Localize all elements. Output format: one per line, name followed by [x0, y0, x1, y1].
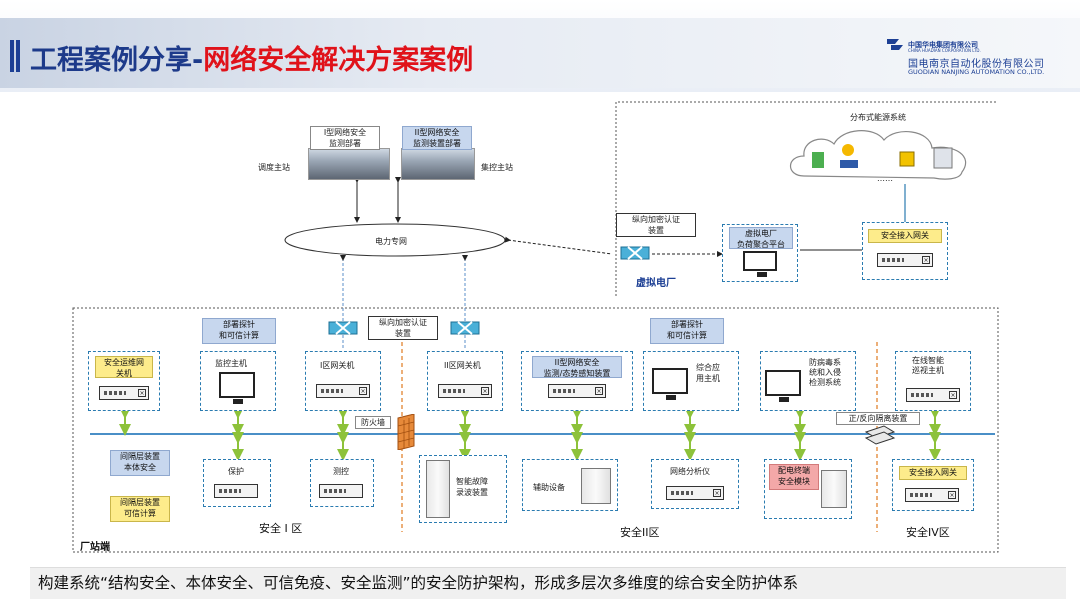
diagram-connections [72, 101, 999, 553]
fault-recorder-box: 智能故障 录波装置 [419, 455, 507, 523]
inspection-host-label: 在线智能 巡视主机 [912, 356, 944, 375]
gateway-device-icon: × [877, 253, 933, 267]
zone-ii-label: 安全II区 [620, 526, 660, 539]
distributed-energy-label: 分布式能源系统 [850, 113, 906, 122]
title-accent-bar [10, 40, 20, 72]
secure-access-top-box: 安全接入网关 × [862, 222, 948, 280]
vpp-platform-label: 虚拟电厂 负荷聚合平台 [729, 227, 793, 249]
gateway-device-icon: × [438, 384, 492, 398]
control-station-label: 集控主站 [481, 163, 513, 172]
monitor-host-box: 监控主机 [200, 351, 276, 411]
security-ops-gateway-box: 安全运维网 关机 × [88, 351, 160, 411]
protection-box: 保护 [203, 459, 271, 507]
aux-device-label: 辅助设备 [533, 483, 565, 492]
ii-monitor-device-box: II型网络安全 监测/态势感知装置 × [521, 351, 633, 411]
gateway-device-icon: × [905, 488, 959, 502]
aux-device-box: 辅助设备 [522, 459, 618, 511]
gateway-device-icon: × [906, 388, 960, 402]
header-band [0, 18, 1080, 88]
vertical-encryption-top: 纵向加密认证 装置 [616, 213, 696, 237]
cabinet-icon [426, 460, 450, 518]
secure-access-top-label: 安全接入网关 [868, 229, 942, 243]
isolation-device-icon [864, 425, 896, 445]
cloud-icon [789, 130, 967, 180]
vpp-label: 虚拟电厂 [636, 278, 676, 289]
monitor-device-icon: × [548, 384, 606, 398]
reverse-isolation-label: 正/反向隔离装置 [836, 412, 920, 425]
firewall-icon [397, 414, 415, 450]
dispatch-station-label: 调度主站 [258, 163, 290, 172]
measure-control-box: 测控 [310, 459, 374, 507]
protection-device-icon [214, 484, 258, 498]
monitor-icon [765, 370, 801, 402]
gateway-device-icon: × [316, 384, 370, 398]
zone-iv-label: 安全IV区 [906, 526, 950, 539]
i-type-monitor-deploy: I型网络安全 监测部署 [310, 126, 380, 150]
zone2-gateway-label: II区网关机 [444, 361, 481, 370]
dispatch-station-photo [308, 148, 390, 180]
title-part2: 网络安全解决方案案例 [203, 45, 474, 76]
vertical-encryption-station: 纵向加密认证 装置 [368, 316, 438, 340]
zone1-gateway-box: I区网关机 × [305, 351, 381, 411]
antivirus-box: 防病毒系 统和入侵 检测系统 [760, 351, 856, 411]
vpp-platform-box: 虚拟电厂 负荷聚合平台 [722, 224, 798, 282]
network-analyzer-box: 网络分析仪 × [651, 459, 739, 509]
comprehensive-host-label: 综合应 用主机 [696, 363, 720, 383]
deploy-probe-left: 部署探针 和可信计算 [202, 318, 276, 344]
antivirus-label: 防病毒系 统和入侵 检测系统 [809, 358, 841, 387]
protection-label: 保护 [228, 467, 244, 476]
dots-label: …… [877, 174, 893, 183]
vertical-encryption-top-icon [620, 246, 650, 260]
monitor-icon [652, 368, 688, 400]
measure-device-icon [319, 484, 363, 498]
distribution-terminal-box: 配电终端 安全模块 [764, 459, 852, 519]
zone1-gateway-label: I区网关机 [320, 361, 355, 370]
zone-i-label: 安全 I 区 [259, 522, 303, 535]
deploy-probe-right: 部署探针 和可信计算 [650, 318, 724, 344]
secure-access-bottom-box: 安全接入网关 × [892, 459, 974, 511]
company-name: 国电南京自动化股份有限公司 [908, 59, 1045, 70]
group-name: 中国华电集团有限公司 [908, 41, 978, 49]
summary-caption: 构建系统“结构安全、本体安全、可信免疫、安全监测”的安全防护架构，形成多层次多维… [30, 567, 1066, 599]
header: 工程案例分享-网络安全解决方案案例 中国华电集团有限公司 CHINA HUADI… [0, 0, 1080, 92]
gateway-device-icon: × [99, 386, 149, 400]
measure-control-label: 测控 [333, 467, 349, 476]
bay-security-label: 间隔层装置 本体安全 [110, 450, 170, 476]
network-security-diagram: 调度主站 集控主站 I型网络安全 监测部署 II型网络安全 监测装置部署 电力专… [0, 92, 1080, 562]
monitor-host-label: 监控主机 [215, 359, 247, 368]
power-network-label: 电力专网 [375, 237, 407, 246]
fault-recorder-label: 智能故障 录波装置 [456, 477, 488, 497]
group-name-en: CHINA HUADIAN CORPORATION LTD. [908, 48, 981, 53]
zone2-gateway-box: II区网关机 × [427, 351, 503, 411]
network-analyzer-label: 网络分析仪 [670, 467, 710, 476]
page-title: 工程案例分享-网络安全解决方案案例 [30, 38, 473, 77]
firewall-label: 防火墙 [355, 416, 391, 429]
terminal-cabinet-icon [821, 470, 847, 508]
distribution-terminal-label: 配电终端 安全模块 [769, 464, 819, 490]
encryption-icon-left [328, 321, 358, 335]
secure-access-bottom-label: 安全接入网关 [899, 466, 967, 480]
company-name-en: GUODIAN NANJING AUTOMATION CO.,LTD. [908, 68, 1045, 76]
comprehensive-host-box: 综合应 用主机 [643, 351, 739, 411]
bay-trusted-label: 间隔层装置 可信计算 [110, 496, 170, 522]
title-part1: 工程案例分享- [30, 45, 204, 76]
monitor-icon [219, 372, 255, 404]
company-logo-icon [887, 39, 903, 50]
encryption-icon-right [450, 321, 480, 335]
monitor-icon [743, 251, 777, 277]
aux-cabinet-icon [581, 468, 611, 504]
analyzer-device-icon: × [666, 486, 724, 500]
ii-type-monitor-deploy: II型网络安全 监测装置部署 [402, 126, 472, 150]
security-ops-gateway-label: 安全运维网 关机 [95, 356, 153, 378]
control-station-photo [401, 148, 475, 180]
inspection-host-box: 在线智能 巡视主机 × [895, 351, 971, 411]
station-end-label: 厂站端 [80, 542, 110, 553]
ii-monitor-device-label: II型网络安全 监测/态势感知装置 [532, 356, 622, 378]
